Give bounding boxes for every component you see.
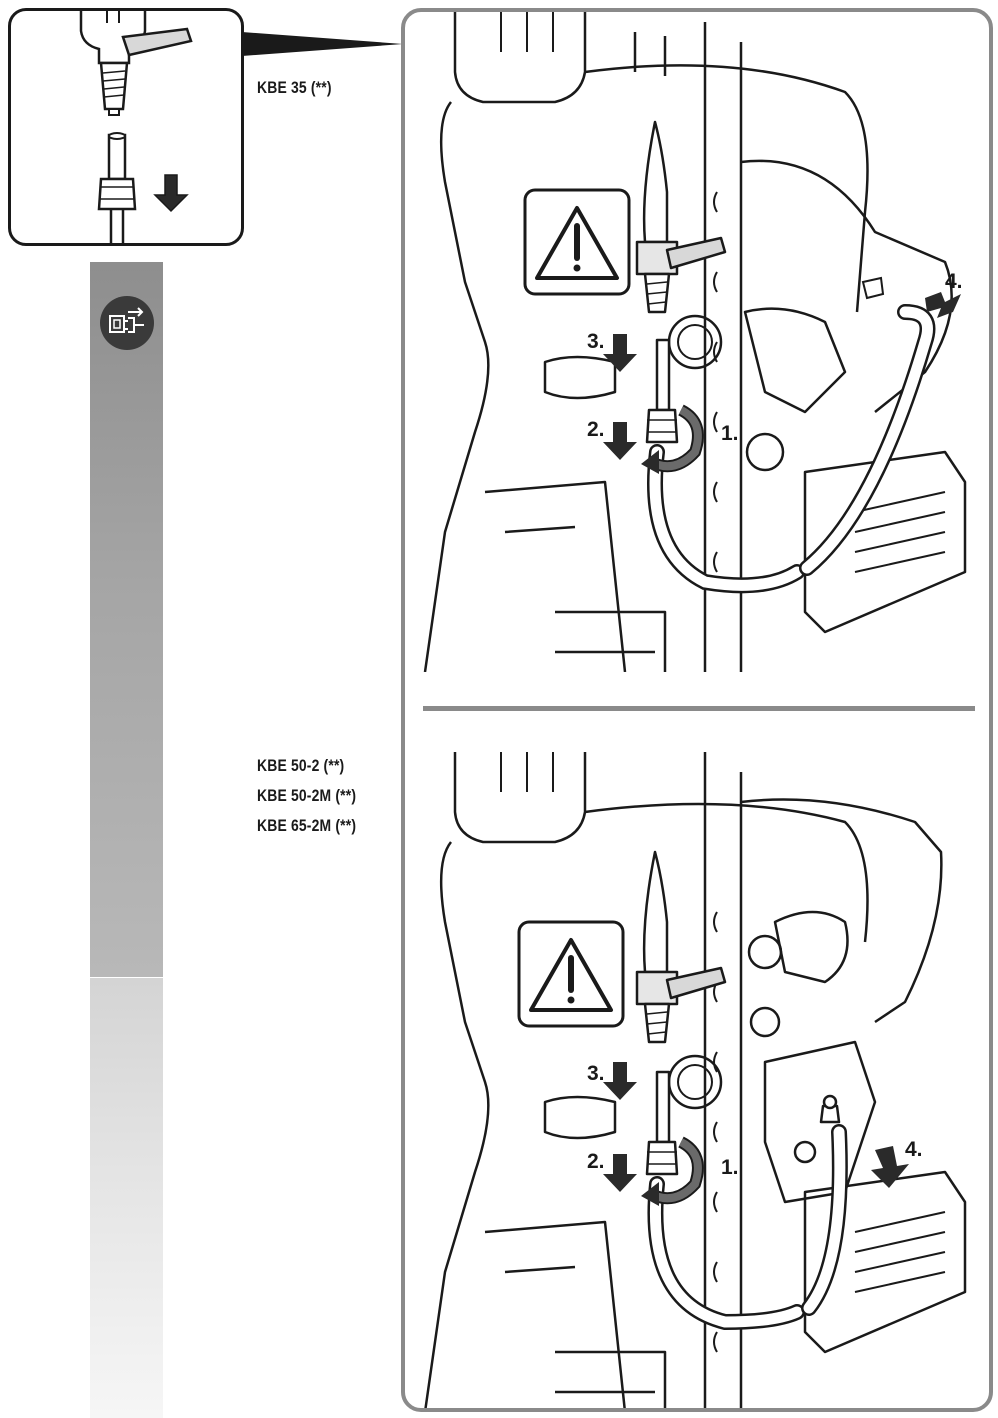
- top-panel-illustration: [423, 12, 967, 672]
- bottom-panel-illustration: [424, 752, 967, 1408]
- inset-detail-box: [8, 8, 244, 246]
- model-label-kbe35: KBE 35 (**): [257, 78, 332, 97]
- sidebar-strip-top: [90, 262, 163, 977]
- inset-illustration: [79, 11, 193, 243]
- unplug-power-icon: [98, 294, 156, 352]
- model-label-kbe65-2m: KBE 65-2M (**): [257, 816, 357, 835]
- bottom-step-4: 4.: [905, 1138, 923, 1161]
- top-step-1: 1.: [721, 422, 739, 445]
- panel-divider: [423, 706, 975, 711]
- bottom-step-2: 2.: [587, 1150, 605, 1173]
- top-step-3: 3.: [587, 330, 605, 353]
- callout-pointer: [242, 32, 403, 56]
- bottom-step-1: 1.: [721, 1156, 739, 1179]
- top-step-2: 2.: [587, 418, 605, 441]
- top-step-4: 4.: [945, 270, 963, 293]
- model-label-kbe50-2m: KBE 50-2M (**): [257, 786, 357, 805]
- sidebar-strip-bottom: [90, 978, 163, 1418]
- model-label-kbe50-2: KBE 50-2 (**): [257, 756, 345, 775]
- bottom-step-3: 3.: [587, 1062, 605, 1085]
